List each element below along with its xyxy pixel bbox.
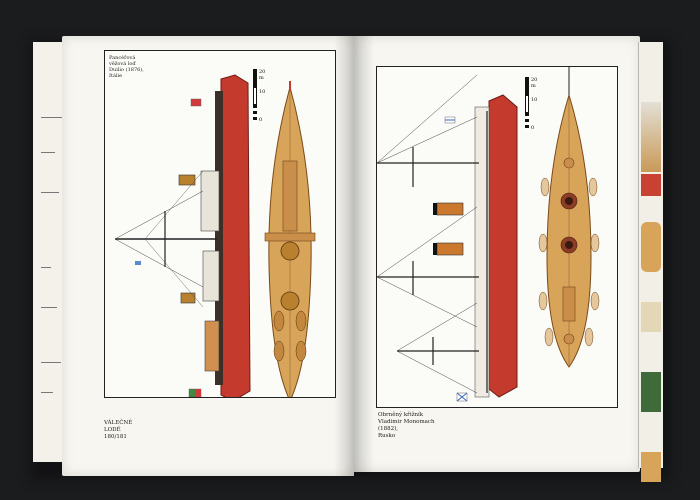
right-illustration-frame: 20 m 10 0	[376, 66, 618, 408]
left-page-footer: VÁLEČNÉ LODĚ 180/181	[104, 420, 132, 441]
duilio-illustration	[114, 74, 316, 403]
right-scale-bar: 20 m 10 0	[525, 77, 537, 133]
caption-line: Itálie	[109, 73, 123, 79]
monomach-hull-profile	[488, 94, 518, 398]
scale-label-mid: 10	[531, 97, 538, 103]
footer-line: Vladimir Monomach	[378, 419, 435, 425]
caption-line: věžová loď	[109, 61, 136, 67]
footer-line: VÁLEČNÉ	[104, 420, 133, 426]
scale-label-top: 20 m	[259, 69, 266, 81]
monomach-hull-side	[474, 106, 490, 398]
duilio-pennant	[135, 261, 141, 265]
caption-line: Pancéřová	[109, 55, 136, 61]
duilio-hull-profile	[220, 74, 251, 402]
scale-label-bottom: 0	[531, 125, 535, 131]
duilio-gun-turret	[178, 174, 196, 186]
vladimir-monomach-illustration	[376, 67, 600, 402]
duilio-turret-plan	[280, 241, 300, 261]
footer-line: (1882),	[378, 426, 399, 432]
left-scale-bar: 20 m 10 0	[253, 69, 265, 125]
scale-label-bottom: 0	[259, 117, 263, 123]
footer-line: LODĚ	[104, 427, 121, 433]
scale-label-mid: 10	[259, 89, 266, 95]
caption-line: Duilio (1876),	[109, 67, 144, 73]
duilio-flag-top	[190, 98, 202, 107]
left-ship-caption: Pancéřová věžová loď Duilio (1876), Itál…	[109, 55, 144, 79]
book-gutter	[334, 36, 374, 476]
right-ship-caption: Obrněný křižník Vladimir Monomach (1882)…	[378, 412, 435, 440]
duilio-deckhouse	[200, 170, 220, 232]
footer-line: 180/181	[104, 434, 127, 440]
monomach-boat	[540, 177, 550, 197]
footer-line: Rusko	[378, 433, 396, 439]
scale-label-top: 20 m	[531, 77, 538, 89]
duilio-superstructure-dark	[215, 91, 223, 385]
left-illustration-frame: Pancéřová věžová loď Duilio (1876), Itál…	[104, 50, 336, 403]
monomach-funnel	[436, 202, 464, 216]
next-page-edge	[638, 42, 663, 482]
footer-line: Obrněný křižník	[378, 412, 424, 418]
